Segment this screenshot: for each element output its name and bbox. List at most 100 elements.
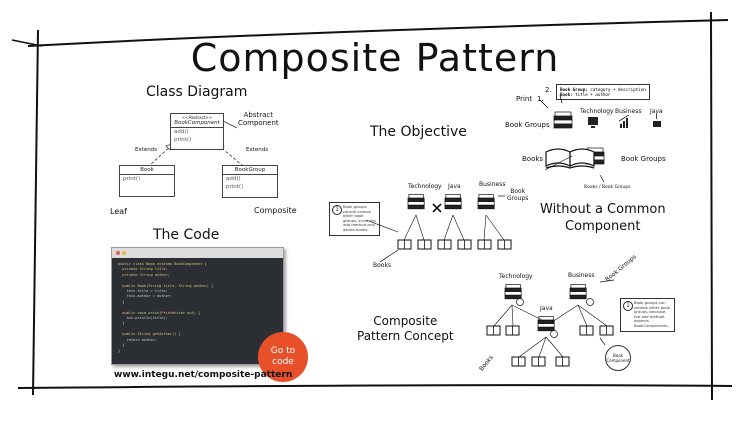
code-line: } — [118, 321, 125, 326]
book-group-class-name: BookGroup — [223, 166, 277, 175]
bar-chart-icon — [618, 114, 630, 128]
book-class-name: Book — [120, 166, 174, 175]
code-line: this.title = title; — [118, 289, 168, 294]
composite-note: 1 Book groups can contain other book gro… — [620, 298, 675, 332]
code-line: } — [118, 299, 125, 304]
code-line: return author; — [118, 337, 157, 342]
book-stack-icon — [444, 194, 462, 210]
book-icon — [437, 239, 452, 250]
code-line: public void print(PrintWriter out) { — [118, 310, 201, 315]
code-listing: public class Book extends BookComponent … — [112, 258, 283, 358]
book-stack-icon — [407, 194, 425, 210]
code-heading: The Code — [153, 227, 220, 243]
book-group-class-row: print() — [226, 184, 244, 190]
books-groups-caption: Books / Book Groups — [584, 185, 631, 190]
note-text: Book groups cannot contain other book gr… — [343, 204, 376, 232]
book-icon — [397, 239, 412, 250]
note-text: Book groups can contain other book group… — [634, 300, 670, 328]
code-line: public class Book extends BookComponent … — [118, 262, 207, 266]
book-icon — [511, 356, 526, 367]
code-line: } — [118, 348, 121, 353]
book-icon — [417, 239, 432, 250]
book-stack-icon — [504, 284, 522, 300]
leaf-label: Leaf — [110, 207, 127, 216]
code-line: private String author; — [118, 272, 170, 277]
category-label: Java — [650, 108, 663, 115]
extends-right-label: Extends — [246, 147, 269, 153]
category-label: Technology — [499, 273, 533, 280]
book-icon — [599, 325, 614, 336]
composite-concept-heading: Composite Pattern Concept — [357, 314, 454, 343]
book-group-class: BookGroup add() print() — [222, 165, 278, 198]
close-dot-icon — [116, 251, 120, 255]
code-line: out.println(title); — [118, 316, 168, 321]
book-stack-icon — [537, 316, 555, 332]
category-label: Java — [448, 183, 461, 190]
component-stereotype: <<Abstract>> — [181, 115, 213, 120]
book-icon — [477, 239, 492, 250]
code-window-titlebar — [112, 248, 283, 258]
source-url-link[interactable]: www.integu.net/composite-pattern — [114, 370, 293, 380]
open-book-icon — [545, 148, 595, 169]
tooltip-value: title + author — [575, 92, 611, 98]
book-icon — [579, 325, 594, 336]
category-label: Business — [615, 108, 642, 115]
component-row: add() — [174, 129, 189, 135]
component-row: print() — [174, 137, 192, 143]
tooltip-key: Book: — [560, 92, 573, 98]
node-circle-icon — [550, 330, 558, 338]
category-label: Java — [540, 305, 553, 312]
book-groups-label: Book Groups — [505, 121, 550, 129]
monitor-icon — [588, 117, 598, 125]
print-label: Print — [516, 95, 533, 103]
print-arrow-icon — [539, 99, 549, 109]
book-stack-icon — [553, 111, 573, 129]
abstract-component-label: Abstract Component — [238, 111, 279, 127]
category-label: Technology — [408, 183, 442, 190]
go-to-code-label: Go to code — [270, 346, 296, 367]
note-number: 1 — [332, 205, 342, 215]
monitor-stand-icon — [591, 126, 595, 128]
book-icon — [457, 239, 472, 250]
code-line: private String title; — [118, 267, 168, 272]
books-label: Books — [522, 155, 544, 163]
minimize-dot-icon — [122, 251, 126, 255]
category-label: Business — [479, 181, 506, 188]
book-group-class-row: add() — [226, 176, 241, 182]
book-stack-icon — [569, 284, 587, 300]
category-label: Business — [568, 272, 595, 279]
component-name: BookComponent — [174, 120, 220, 126]
books-label: Books — [373, 262, 392, 269]
step-1-label: 1. — [537, 95, 544, 103]
go-to-code-button[interactable]: Go to code — [258, 332, 308, 382]
without-note: 1 Book groups cannot contain other book … — [329, 202, 380, 236]
tooltip-value: category + description — [590, 87, 646, 92]
page-title: Composite Pattern — [190, 36, 560, 80]
book-icon — [497, 239, 512, 250]
code-line: } — [118, 343, 125, 348]
category-label: Technology — [580, 108, 614, 115]
book-icon — [505, 325, 520, 336]
book-stack-icon — [477, 194, 495, 210]
objective-heading: The Objective — [370, 124, 467, 140]
step-2-label: 2. — [545, 86, 552, 94]
tooltip-key: Book Group: — [560, 87, 588, 92]
composite-label: Composite — [254, 206, 297, 215]
code-window[interactable]: public class Book extends BookComponent … — [111, 247, 284, 365]
book-stack-icon — [553, 111, 605, 165]
print-format-tooltip: Book Group: category + description Book:… — [556, 84, 650, 101]
note-number: 1 — [623, 301, 633, 311]
book-class-row: print() — [123, 176, 141, 182]
book-icon — [531, 356, 546, 367]
book-class: Book print() — [119, 165, 175, 197]
book-groups-right-label: Book Groups — [621, 155, 666, 163]
node-circle-icon — [516, 298, 524, 306]
book-icon — [486, 325, 501, 336]
class-diagram-heading: Class Diagram — [146, 84, 248, 100]
node-circle-icon — [586, 298, 594, 306]
code-line: public Book(String title, String author)… — [118, 283, 214, 288]
